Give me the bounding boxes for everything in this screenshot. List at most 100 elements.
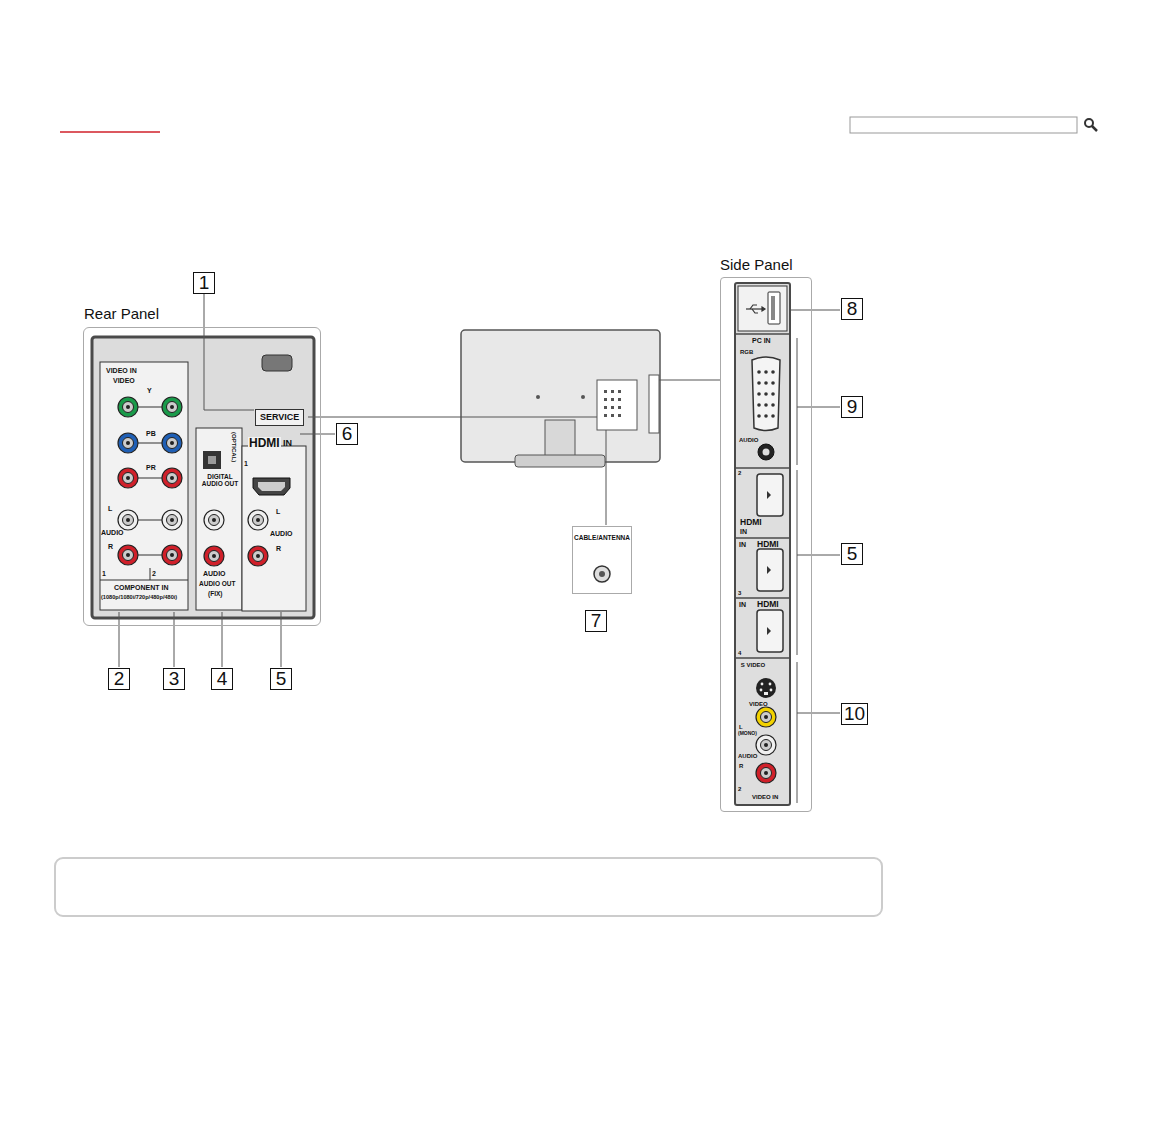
rca-jack — [764, 743, 768, 747]
vga-pin — [771, 403, 775, 407]
panel-heading: Rear Panel — [84, 305, 159, 322]
port-label: VIDEO IN — [752, 794, 778, 800]
rca-jack — [162, 433, 182, 453]
port-label: 1 — [244, 460, 248, 467]
rca-jack — [170, 553, 174, 557]
hdmi-port — [258, 482, 285, 491]
side-dividers — [735, 334, 790, 658]
port-label: L — [739, 724, 743, 730]
port-label: IN — [739, 601, 746, 608]
callout-number: 5 — [270, 668, 292, 690]
port-label: 1 — [102, 570, 106, 577]
rca-jack — [761, 712, 772, 723]
rca-jack — [123, 402, 134, 413]
leader-lines — [119, 294, 840, 803]
port-label: SERVICE — [255, 409, 304, 426]
rca-jack — [253, 515, 264, 526]
vga-pin — [771, 392, 775, 396]
side-hdmi-ports — [757, 474, 783, 652]
rca-jack — [123, 550, 134, 561]
port-label: 3 — [738, 590, 741, 596]
vga-port — [752, 357, 780, 431]
rca-jack — [167, 550, 178, 561]
rca-jack — [118, 545, 138, 565]
port-label: AUDIO — [203, 570, 226, 577]
callout-number: 4 — [211, 668, 233, 690]
callout-number: 2 — [108, 668, 130, 690]
port-label: 2 — [738, 470, 741, 476]
rca-jack — [209, 515, 220, 526]
port-label: HDMI — [248, 437, 281, 450]
rca-jack — [118, 433, 138, 453]
callout-number: 3 — [163, 668, 185, 690]
callout-number: 6 — [336, 423, 358, 445]
tv-back — [461, 330, 660, 462]
port-label: AUDIO — [101, 529, 124, 536]
jack-dot — [618, 406, 621, 409]
port-label: PR — [146, 464, 156, 471]
port-label: L — [276, 508, 280, 515]
coax-connector — [599, 571, 605, 577]
vga-pin — [771, 381, 775, 385]
panel-heading: Side Panel — [720, 256, 793, 273]
audio-out-block — [196, 428, 242, 610]
port-label: HDMI — [757, 600, 779, 609]
tv-side-jacks — [649, 375, 659, 433]
rca-jack — [162, 468, 182, 488]
rca-jack — [162, 545, 182, 565]
port-label: R — [108, 543, 113, 550]
rca-jack — [167, 515, 178, 526]
rear-panel-frame — [92, 337, 314, 618]
port-label: VIDEO IN — [106, 367, 137, 374]
jack-dot — [611, 390, 614, 393]
port-label: HDMI — [757, 540, 779, 549]
port-label: AUDIO — [270, 530, 293, 537]
rca-jack — [256, 518, 260, 522]
vga-pin — [757, 370, 761, 374]
callout-number: 10 — [841, 703, 868, 725]
rca-jack — [167, 438, 178, 449]
rca-jack — [170, 476, 174, 480]
port-label: AUDIO — [738, 753, 757, 759]
vga-pin — [764, 370, 768, 374]
vga-pins — [757, 370, 775, 418]
rca-jack — [248, 546, 268, 566]
rca-jack — [167, 402, 178, 413]
usb-symbol — [746, 305, 765, 313]
callout-number: 7 — [585, 610, 607, 632]
optical-port — [208, 456, 216, 464]
jack-dot — [604, 406, 607, 409]
jack-dot — [611, 398, 614, 401]
usb-port — [771, 296, 775, 320]
rca-jack — [170, 405, 174, 409]
connector-label: CABLE/ANTENNA — [574, 534, 630, 541]
vga-pin — [764, 392, 768, 396]
vga-pin — [764, 381, 768, 385]
optical-port — [203, 451, 221, 469]
screw-hole — [581, 395, 585, 399]
vga-pin — [764, 414, 768, 418]
port-label: S VIDEO — [740, 662, 766, 668]
vga-pin — [771, 414, 775, 418]
port-label: 2 — [152, 570, 156, 577]
port-label: VIDEO — [113, 377, 135, 384]
rca-jack — [126, 518, 130, 522]
port-label: PB — [146, 430, 156, 437]
jack-dot — [604, 390, 607, 393]
jack-dot — [618, 414, 621, 417]
rca-jack — [756, 763, 776, 783]
rca-jack — [756, 707, 776, 727]
rca-jack — [209, 551, 220, 562]
port-label: (FIX) — [208, 591, 222, 598]
port-label: Y — [147, 387, 152, 394]
rca-jack — [204, 546, 224, 566]
port-label: AUDIO — [739, 437, 758, 443]
jack-dot — [611, 414, 614, 417]
rca-jack — [118, 397, 138, 417]
rca-jack — [764, 771, 768, 775]
callout-number: 8 — [841, 298, 863, 320]
link-underline — [60, 131, 160, 133]
rca-jack — [126, 405, 130, 409]
divider — [100, 580, 188, 581]
